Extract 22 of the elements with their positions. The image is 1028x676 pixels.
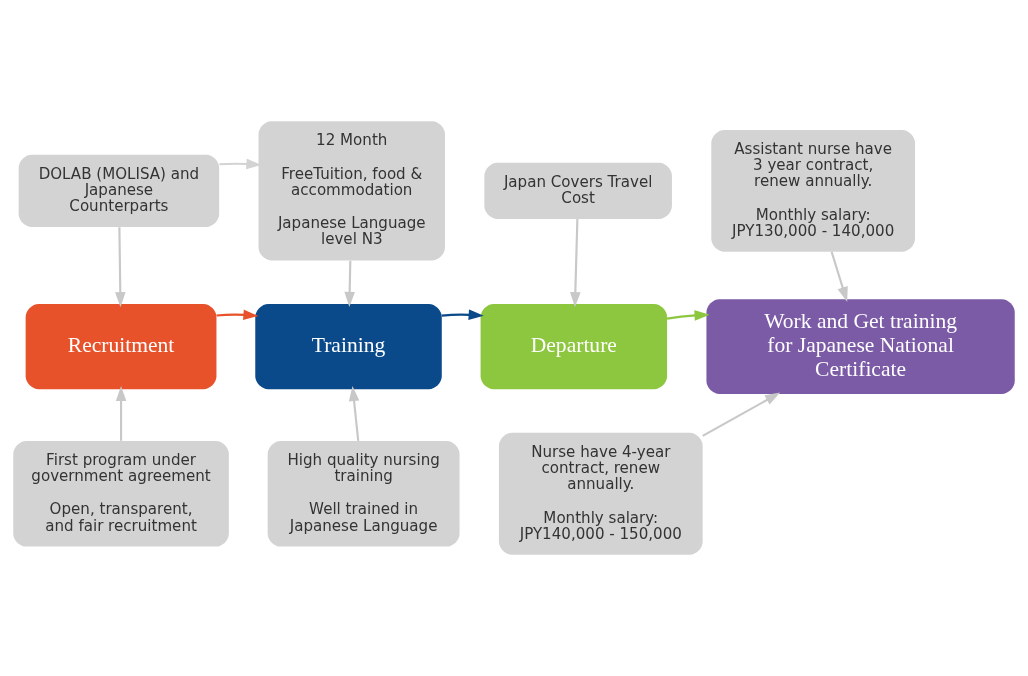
node-box: Training bbox=[255, 304, 442, 390]
node-box: Work and Get training for Japanese National Certificate bbox=[706, 299, 1015, 395]
arrow bbox=[115, 227, 126, 308]
node-box: Recruitment bbox=[25, 304, 217, 390]
node-box: DOLAB (MOLISA) and Japanese Counterparts bbox=[18, 154, 220, 227]
node-box: Nurse have 4-year contract, renew annually. Monthly salary: JPY140,000 - 150,000 bbox=[498, 432, 703, 555]
arrow bbox=[216, 309, 259, 321]
node-box: Japan Covers Travel Cost bbox=[484, 162, 672, 219]
arrow bbox=[219, 158, 262, 170]
arrow bbox=[441, 309, 484, 321]
arrow bbox=[115, 385, 127, 441]
node-box: 12 Month FreeTuition, food & accommodation Japanese Language level N3 bbox=[258, 121, 445, 261]
node-box: First program under government agreement Open, transparent, and fair recruitment bbox=[13, 440, 229, 547]
arrow bbox=[570, 219, 581, 308]
arrow bbox=[702, 392, 781, 437]
node-box: Departure bbox=[480, 304, 668, 390]
arrow bbox=[348, 386, 360, 441]
node-box: Assistant nurse have 3 year contract, renew annually. Monthly salary: JPY130,000 - 140,000 bbox=[711, 129, 916, 252]
arrow bbox=[666, 310, 710, 321]
node-box: High quality nursing training Well trained in Japanese Language bbox=[267, 440, 460, 547]
arrow bbox=[830, 251, 848, 303]
arrow bbox=[344, 260, 355, 308]
